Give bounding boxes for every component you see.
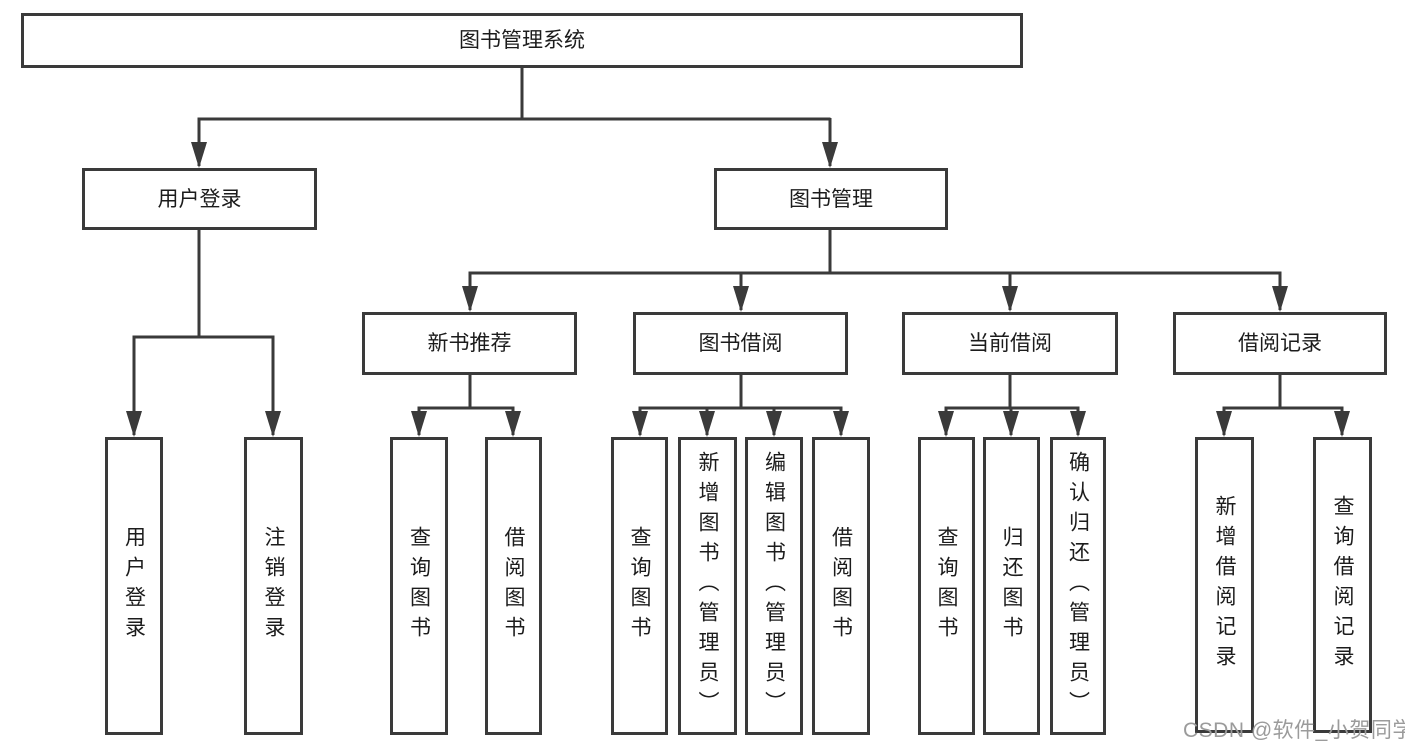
node-leaf-return-books: 归还图书: [983, 437, 1040, 735]
node-leaf-add-books-admin: 新增图书（管理员）: [678, 437, 737, 735]
node-leaf-borrow-books-1: 借阅图书: [485, 437, 542, 735]
connector-user-login-children: [126, 230, 281, 437]
node-leaf-confirm-return-admin: 确认归还（管理员）: [1050, 437, 1106, 735]
node-leaf-user-login: 用户登录: [105, 437, 163, 735]
node-borrow-records: 借阅记录: [1173, 312, 1387, 375]
node-current-borrow: 当前借阅: [902, 312, 1118, 375]
connector-book-borrow-children: [632, 375, 849, 437]
node-leaf-query-books-3: 查询图书: [918, 437, 975, 735]
node-library-management-system: 图书管理系统: [21, 13, 1023, 68]
node-leaf-borrow-books-2: 借阅图书: [812, 437, 870, 735]
node-book-borrow: 图书借阅: [633, 312, 848, 375]
node-leaf-logout: 注销登录: [244, 437, 303, 735]
node-book-management: 图书管理: [714, 168, 948, 230]
node-new-book-recommend: 新书推荐: [362, 312, 577, 375]
node-leaf-edit-books-admin: 编辑图书（管理员）: [745, 437, 803, 735]
node-leaf-query-borrow-record: 查询借阅记录: [1313, 437, 1372, 733]
node-leaf-query-books-1: 查询图书: [390, 437, 448, 735]
connector-current-borrow-children: [938, 375, 1086, 437]
node-leaf-query-books-2: 查询图书: [611, 437, 668, 735]
connector-new-book-recommend-children: [411, 375, 521, 437]
watermark: CSDN @软件_小贺同学: [1183, 719, 1405, 742]
connector-book-management-to-level3: [462, 230, 1288, 312]
node-leaf-add-borrow-record: 新增借阅记录: [1195, 437, 1254, 733]
node-user-login: 用户登录: [82, 168, 317, 230]
connector-root-to-level2: [191, 68, 838, 168]
connector-borrow-records-children: [1216, 375, 1350, 437]
